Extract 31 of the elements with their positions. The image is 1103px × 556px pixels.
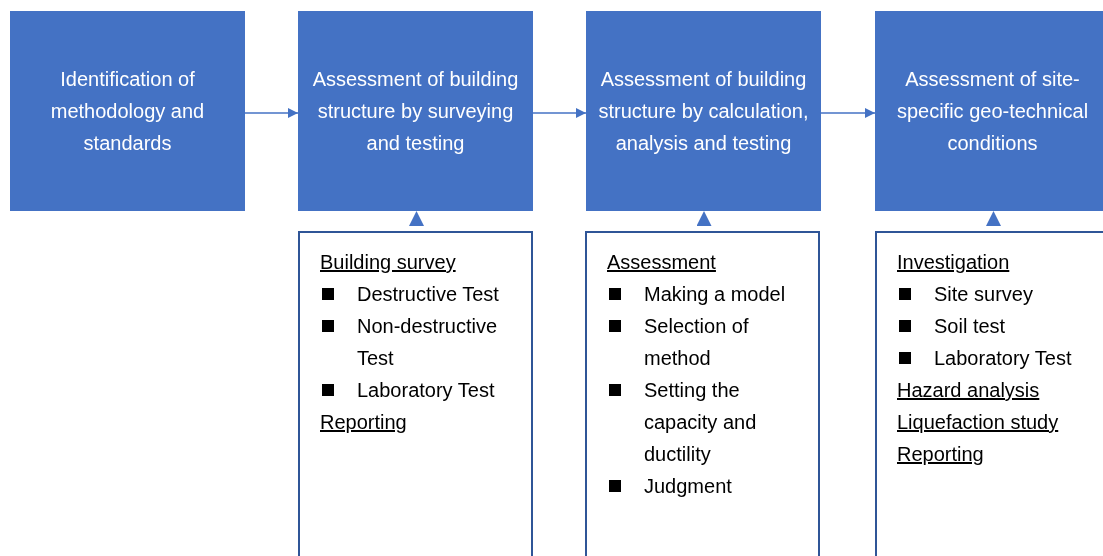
detail-box <box>875 231 1103 556</box>
step-label: Identification of methodology and standards <box>49 67 206 156</box>
bullet-item: Laboratory Test <box>897 342 1098 374</box>
section-heading: Assessment <box>607 250 717 275</box>
detail-box <box>298 231 533 556</box>
process-box <box>298 11 533 211</box>
section-heading: Building survey <box>320 250 457 275</box>
section-heading: Reporting <box>897 442 985 467</box>
process-box <box>875 11 1103 211</box>
arrow <box>820 108 876 118</box>
bullet-item: Site survey <box>897 278 1098 310</box>
section-heading: Liquefaction study <box>897 410 1060 435</box>
bullet-item: Making a model <box>607 278 808 310</box>
bullet-item: Setting the capacity and ductility <box>607 374 808 470</box>
bullet-item: Destructive Test <box>320 278 521 310</box>
bullet-item: Judgment <box>607 470 808 502</box>
section-heading: Reporting <box>320 410 408 435</box>
process-box <box>586 11 821 211</box>
bullet-item: Laboratory Test <box>320 374 521 406</box>
process-box <box>10 11 245 211</box>
step-label: Assessment of building structure by calculation, analysis and testing <box>597 67 810 156</box>
bullet-item: Selection of method <box>607 310 808 374</box>
bullet-item: Non-destructive Test <box>320 310 521 374</box>
step-label: Assessment of site-specific geo-technical conditions <box>895 67 1090 156</box>
arrow <box>244 108 299 118</box>
section-heading: Hazard analysis <box>897 378 1041 403</box>
arrow <box>532 108 587 118</box>
bullet-item: Soil test <box>897 310 1098 342</box>
detail-box <box>585 231 820 556</box>
section-heading: Investigation <box>897 250 1011 275</box>
step-label: Assessment of building structure by surveying and testing <box>311 67 520 156</box>
